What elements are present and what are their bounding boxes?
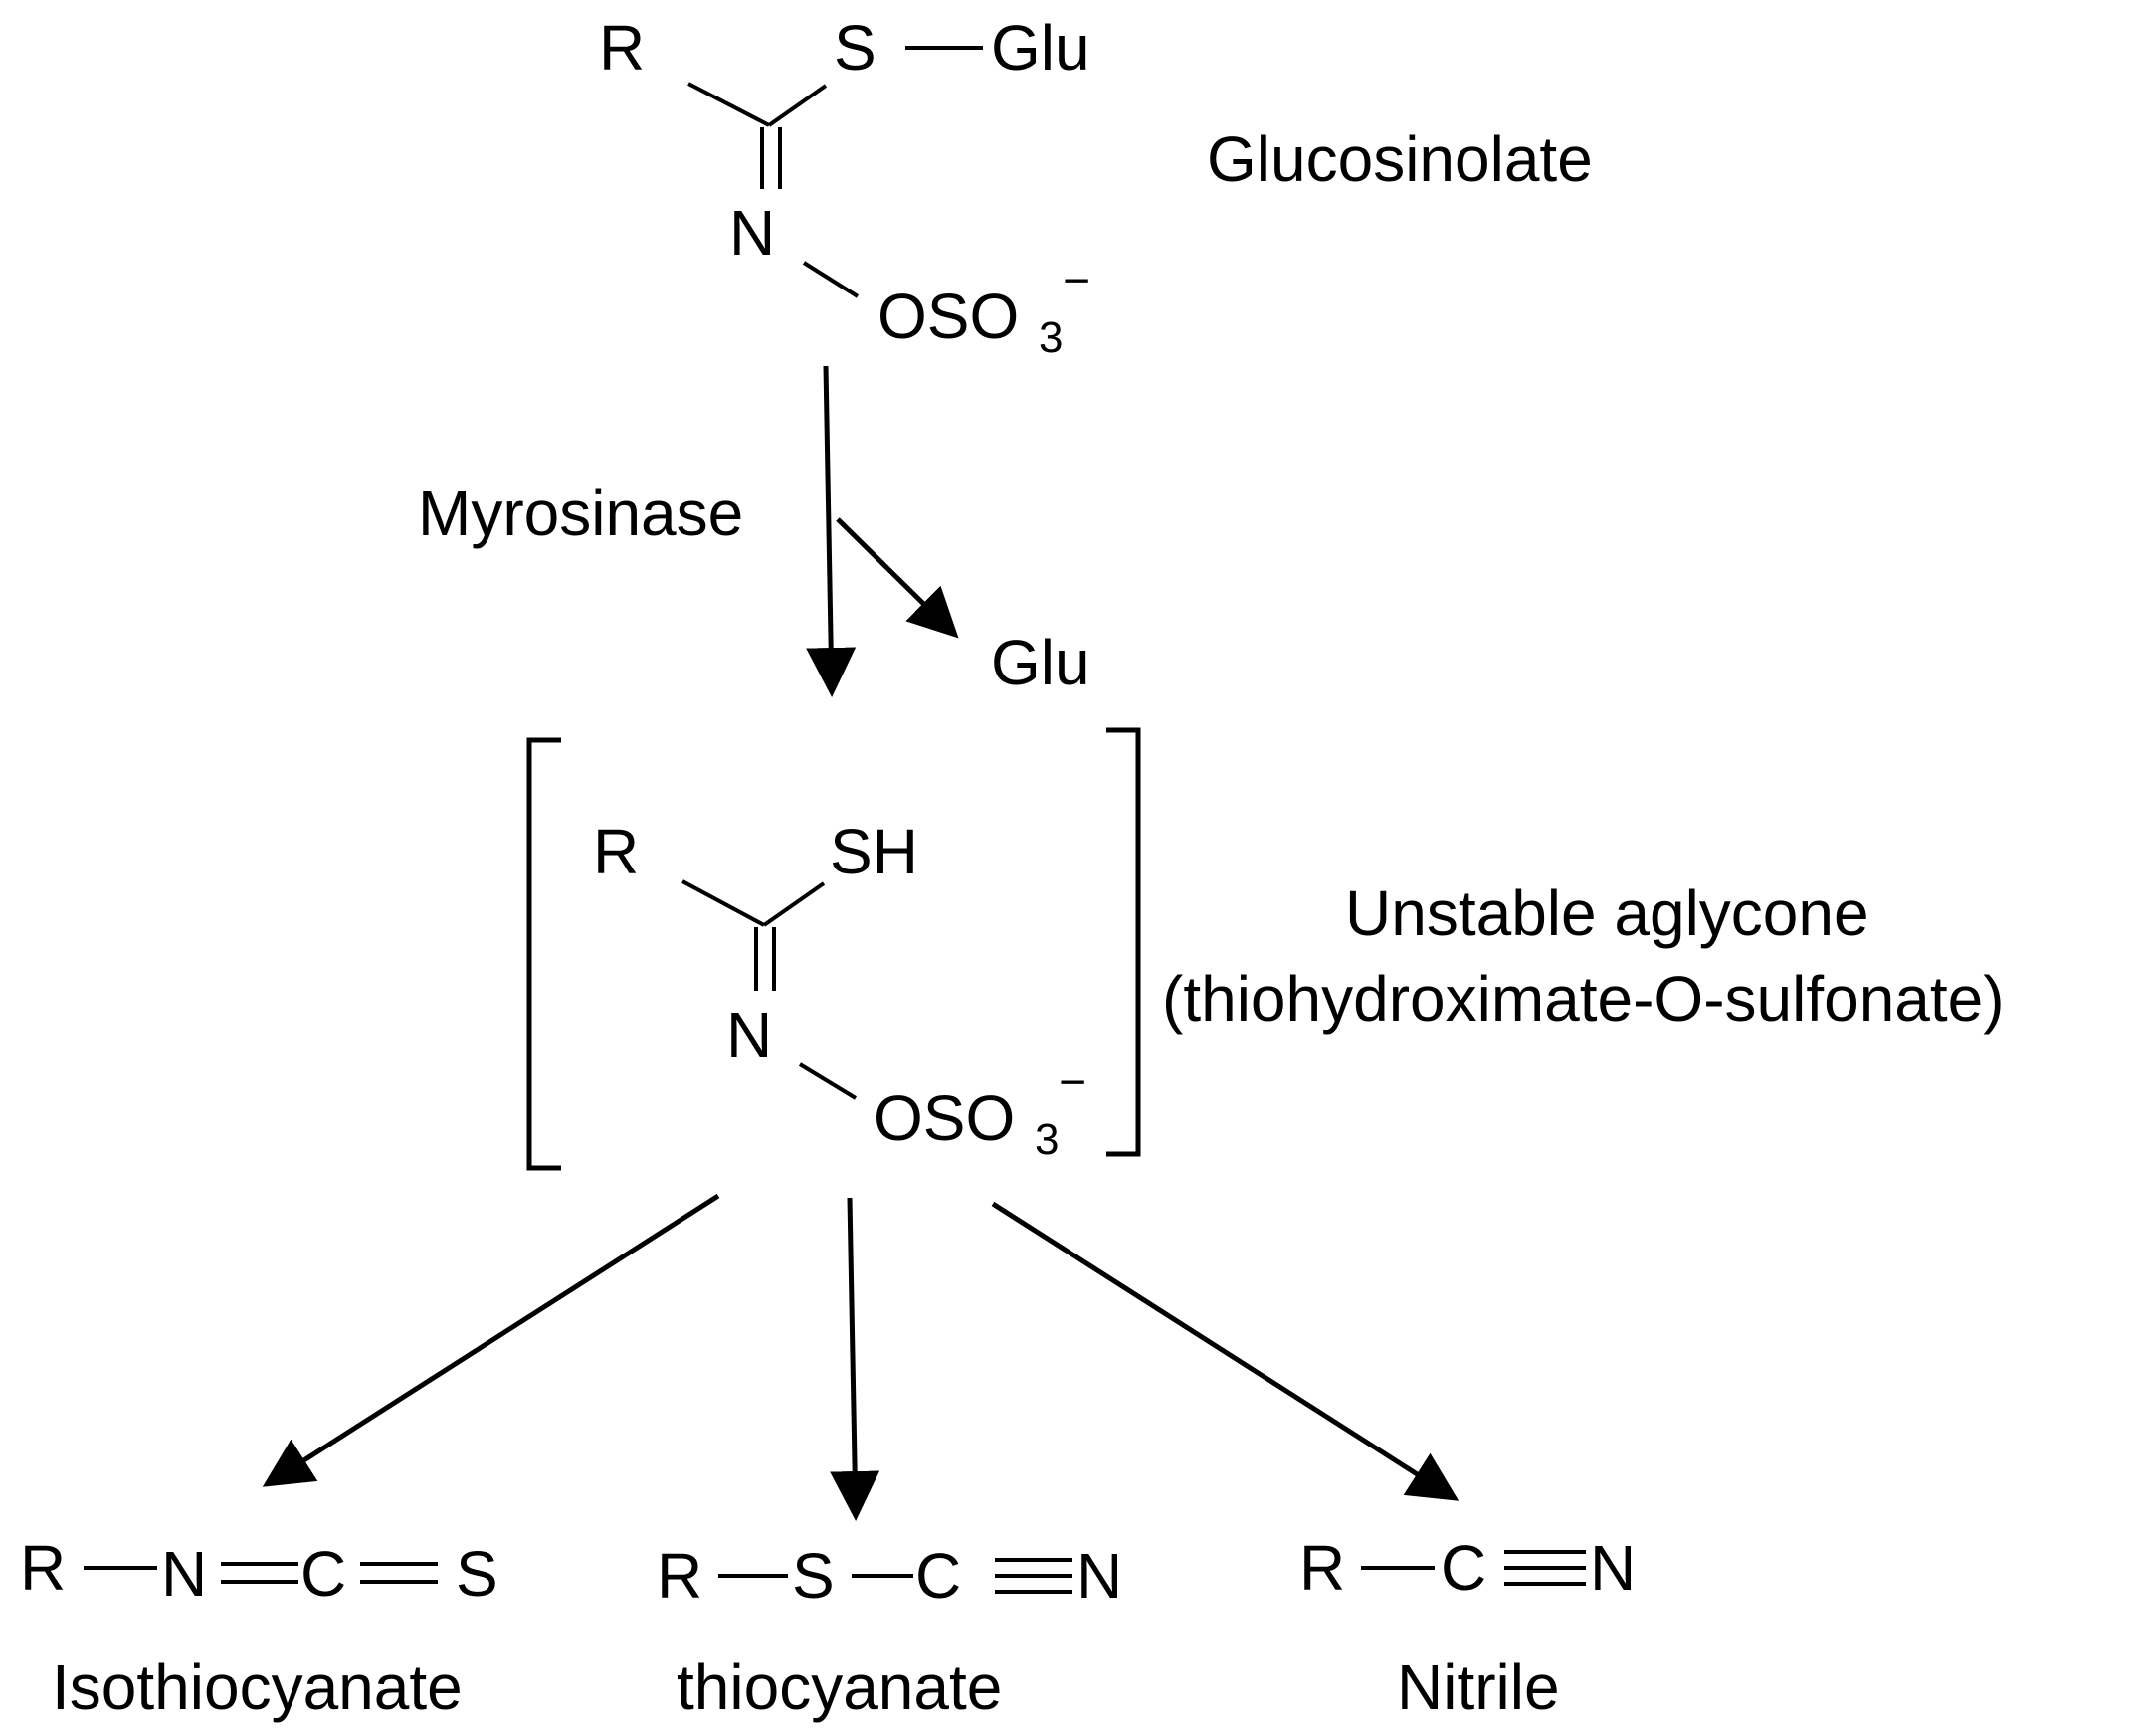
- aglycone-negative-charge: −: [1059, 1057, 1086, 1109]
- arrow-to-nitrile: [991, 1201, 1460, 1501]
- isothiocyanate-c-atom: C: [300, 1538, 346, 1610]
- aglycone-n-atom: N: [726, 999, 772, 1070]
- nitrile-structure: R C N Nitrile: [1299, 1532, 1636, 1723]
- nitrile-label: Nitrile: [1397, 1651, 1560, 1723]
- glucosinolate-r-atom: R: [599, 12, 645, 84]
- right-bracket: [1106, 727, 1141, 1157]
- isothiocyanate-s-atom: S: [456, 1538, 498, 1610]
- aglycone-r-c-bond: [681, 879, 765, 927]
- aglycone-structure: R SH N OSO 3 − Unstable aglycone (thiohy…: [526, 727, 2005, 1171]
- thiocyanate-s-atom: S: [792, 1540, 835, 1612]
- isothiocyanate-n-atom: N: [161, 1538, 207, 1610]
- thiocyanate-n-atom: N: [1076, 1540, 1122, 1612]
- isothiocyanate-r-atom: R: [20, 1532, 66, 1604]
- aglycone-label-line-1: Unstable aglycone: [1345, 877, 1869, 949]
- isothiocyanate-structure: R N C S Isothiocyanate: [20, 1532, 498, 1723]
- thiocyanate-structure: R S C N thiocyanate: [657, 1540, 1122, 1723]
- glucosinolate-oso-group: OSO: [877, 281, 1019, 352]
- aglycone-sh-group: SH: [830, 816, 918, 887]
- aglycone-n-o-bond: [798, 1062, 858, 1100]
- glucosinolate-s-atom: S: [834, 12, 876, 84]
- nitrile-n-atom: N: [1590, 1532, 1636, 1604]
- product-arrows: [262, 1193, 1460, 1521]
- thiocyanate-label: thiocyanate: [677, 1651, 1002, 1723]
- arrow-to-isothiocyanate: [262, 1193, 720, 1487]
- glucosinolate-glu-group: Glu: [991, 12, 1090, 84]
- aglycone-r-atom: R: [593, 816, 639, 887]
- nitrile-r-atom: R: [1299, 1532, 1345, 1604]
- released-glu-label: Glu: [991, 627, 1090, 698]
- aglycone-c-sh-bond: [762, 881, 826, 927]
- glucosinolate-structure: R S Glu N OSO 3 − Glucosinolate: [599, 12, 1593, 362]
- glucosinolate-negative-charge: −: [1063, 255, 1090, 307]
- isothiocyanate-label: Isothiocyanate: [52, 1651, 463, 1723]
- glucosinolate-n-o-bond: [802, 261, 860, 298]
- glucosinolate-label: Glucosinolate: [1207, 123, 1593, 195]
- aglycone-subscript-3: 3: [1035, 1115, 1059, 1164]
- nitrile-c-atom: C: [1441, 1532, 1486, 1604]
- myrosinase-step: Myrosinase Glu: [418, 365, 1090, 698]
- thiocyanate-c-atom: C: [915, 1540, 961, 1612]
- glucosinolate-c-s-bond: [767, 84, 828, 127]
- glucosinolate-n-atom: N: [729, 197, 775, 269]
- glu-release-arrow: [836, 517, 959, 639]
- glucosinolate-r-c-bond: [687, 82, 770, 127]
- aglycone-label-line-2: (thiohydroximate-O-sulfonate): [1162, 963, 2005, 1035]
- arrow-to-thiocyanate: [830, 1197, 880, 1521]
- myrosinase-enzyme-label: Myrosinase: [418, 478, 743, 549]
- aglycone-oso-group: OSO: [874, 1082, 1015, 1154]
- glucosinolate-subscript-3: 3: [1039, 313, 1063, 362]
- main-down-arrow: [806, 365, 857, 697]
- left-bracket: [526, 737, 561, 1171]
- thiocyanate-r-atom: R: [657, 1540, 702, 1612]
